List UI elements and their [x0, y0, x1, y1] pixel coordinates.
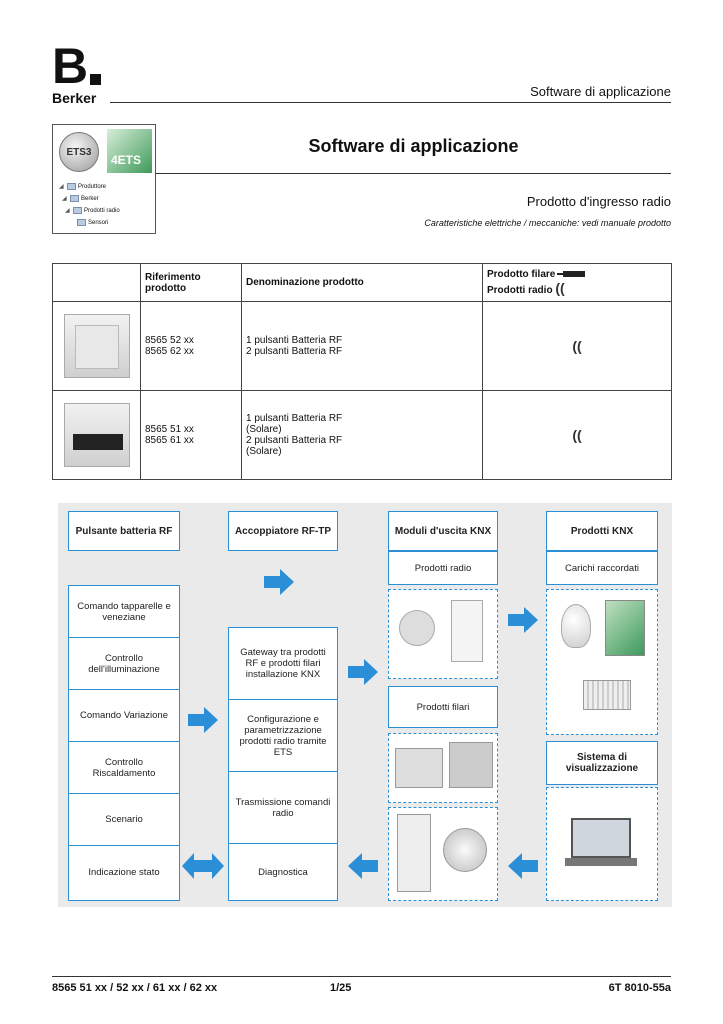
col3-title: Moduli d'uscita KNX	[388, 511, 498, 551]
din-module-image	[449, 742, 493, 788]
tree-item: Sensori	[59, 217, 120, 229]
laptop-base	[565, 858, 637, 866]
tree-item: ◢Prodotti radio	[65, 206, 120, 214]
col1-item: Comando tapparelle e veneziane	[69, 586, 179, 638]
header-section-title: Software di applicazione	[530, 84, 671, 99]
push-button-solar-image	[63, 403, 130, 467]
col1-item: Controllo Riscaldamento	[69, 742, 179, 794]
radio-modules-images	[388, 589, 498, 679]
col1-item: Scenario	[69, 794, 179, 846]
system-diagram: Pulsante batteria RF Comando tapparelle …	[58, 503, 672, 907]
rf-tp-coupler-image	[397, 814, 431, 892]
din-actuator-image	[395, 748, 443, 788]
page-title: Software di applicazione	[308, 136, 519, 156]
col2-item: Gateway tra prodotti RF e prodotti filar…	[229, 628, 337, 700]
tree-item: ◢Berker	[62, 194, 99, 202]
arrow-right-icon	[508, 607, 538, 633]
title-divider	[156, 173, 671, 174]
header-type: Prodotto filare Prodotti radio ((	[482, 263, 672, 302]
push-button-image	[63, 314, 130, 378]
col1-item: Comando Variazione	[69, 690, 179, 742]
product-table: Riferimento prodotto Denominazione prodo…	[52, 263, 672, 480]
header-ref: Riferimento prodotto	[140, 263, 242, 302]
col2-title: Accoppiatore RF-TP	[228, 511, 338, 551]
header-image-cell	[52, 263, 141, 302]
folder-icon	[77, 218, 86, 226]
table-header-row: Riferimento prodotto Denominazione prodo…	[52, 263, 672, 302]
type-cell: ((	[482, 301, 672, 391]
folder-icon	[73, 206, 82, 214]
col1-list: Comando tapparelle e veneziane Controllo…	[68, 585, 180, 901]
radio-product-icon: ((	[555, 280, 565, 296]
col2-list: Gateway tra prodotti RF e prodotti filar…	[228, 627, 338, 901]
radio-actuator-image	[399, 610, 435, 646]
wired-product-icon	[557, 271, 586, 278]
radio-switch-image	[451, 600, 483, 662]
ets3-logo-icon: ETS3	[59, 132, 99, 172]
col2-item: Configurazione e parametrizzazione prodo…	[229, 700, 337, 772]
ets4-logo-icon: 4ETS	[107, 129, 152, 173]
berker-logo: B Berker	[52, 38, 112, 106]
laptop-image	[571, 818, 631, 858]
tree-item: ◢Produttore	[59, 182, 107, 190]
ets-tree: ◢Produttore ◢Berker ◢Prodotti radio Sens…	[59, 181, 120, 229]
header-divider	[110, 102, 671, 103]
footer-divider	[52, 976, 671, 977]
header-radio: Prodotti radio	[487, 285, 553, 296]
col4-title: Prodotti KNX	[546, 511, 658, 551]
knx-loads-images	[546, 589, 658, 735]
footer-refs: 8565 51 xx / 52 xx / 61 xx / 62 xx	[52, 982, 218, 994]
folder-icon	[67, 182, 76, 190]
col2-item: Trasmissione comandi radio	[229, 772, 337, 844]
col4-vis-title: Sistema di visualizzazione	[546, 741, 658, 785]
footer-doc-code: 6T 8010-55a	[608, 982, 671, 994]
col2-item: Diagnostica	[258, 866, 308, 878]
col4-loads-label: Carichi raccordati	[546, 551, 658, 585]
footer-page-number: 1/25	[330, 982, 352, 994]
arrow-right-icon	[188, 707, 218, 733]
visualization-images	[546, 787, 658, 901]
radio-sensor-image	[443, 828, 487, 872]
product-image	[52, 390, 141, 480]
col1-item: Controllo dell'illuminazione	[69, 638, 179, 690]
col1-item: Indicazione stato	[88, 866, 160, 878]
logo-brand-name: Berker	[52, 90, 97, 106]
arrow-bidirectional-icon	[182, 853, 224, 879]
arrow-right-icon	[348, 659, 378, 685]
page-subnote: Caratteristiche elettriche / meccaniche:…	[424, 218, 671, 228]
col3-radio-label: Prodotti radio	[388, 551, 498, 585]
blind-image	[605, 600, 645, 656]
header-den: Denominazione prodotto	[241, 263, 483, 302]
radio-symbol-icon: ((	[572, 427, 582, 443]
col1-title: Pulsante batteria RF	[68, 511, 180, 551]
type-cell: ((	[482, 390, 672, 480]
coupler-images	[388, 807, 498, 901]
ets-panel: ETS3 4ETS ◢Produttore ◢Berker ◢Prodotti …	[52, 124, 156, 234]
page-subtitle: Prodotto d'ingresso radio	[526, 194, 671, 209]
lamp-image	[561, 604, 591, 648]
col3-wired-label: Prodotti filari	[388, 686, 498, 728]
folder-icon	[70, 194, 79, 202]
radio-symbol-icon: ((	[572, 338, 582, 354]
header-wired: Prodotto filare	[487, 269, 556, 280]
den-cell: 1 pulsanti Batteria RF(Solare)2 pulsanti…	[241, 390, 483, 480]
heater-image	[583, 680, 631, 710]
arrow-left-icon	[508, 853, 538, 879]
arrow-right-icon	[264, 569, 294, 595]
wired-modules-images	[388, 733, 498, 803]
product-image	[52, 301, 141, 391]
arrow-left-icon	[348, 853, 378, 879]
logo-letter: B	[52, 38, 88, 94]
